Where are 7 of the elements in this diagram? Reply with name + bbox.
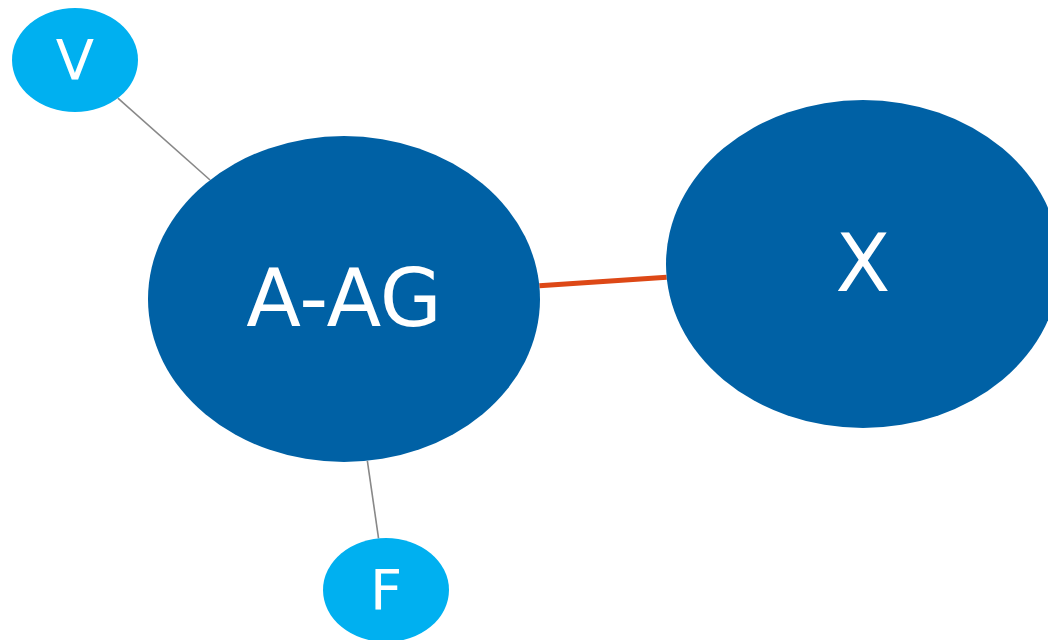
connector-line — [539, 274, 667, 289]
node-label: F — [369, 562, 403, 618]
connector-line — [117, 97, 211, 181]
node-label: A-AG — [246, 259, 442, 339]
node-label: V — [55, 32, 95, 88]
connector-line — [366, 460, 380, 540]
node-label: X — [835, 224, 891, 304]
